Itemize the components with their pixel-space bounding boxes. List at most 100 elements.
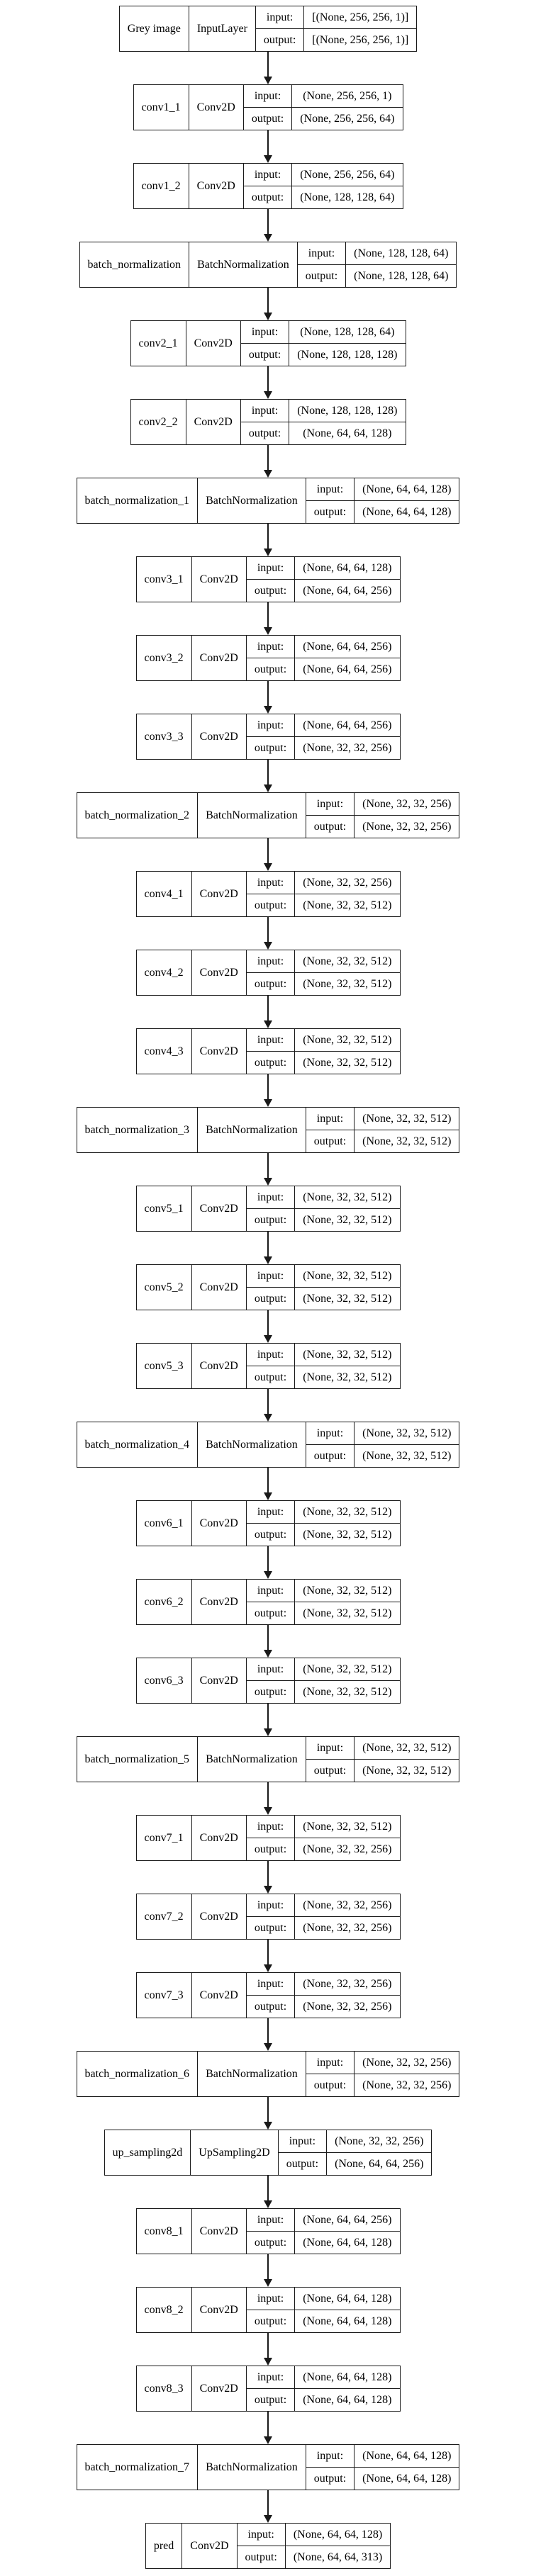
- layer-type: BatchNormalization: [197, 2444, 306, 2490]
- flow-arrow: [264, 681, 272, 714]
- arrow-stem: [267, 1232, 269, 1256]
- output-shape: (None, 32, 32, 512): [294, 1680, 401, 1704]
- input-label: input:: [245, 1658, 296, 1681]
- output-label: output:: [245, 1916, 296, 1940]
- input-label: input:: [240, 320, 290, 344]
- input-label: input:: [245, 871, 296, 894]
- input-shape: (None, 32, 32, 256): [354, 792, 460, 816]
- flow-arrow: [264, 1782, 272, 1815]
- arrow-stem: [267, 996, 269, 1020]
- input-label: input:: [245, 1343, 296, 1366]
- layer-node: up_sampling2d UpSampling2D input: (None,…: [104, 2130, 432, 2176]
- layer-name: batch_normalization: [79, 242, 190, 288]
- layer-name: conv5_3: [135, 1343, 192, 1389]
- layer-node: conv8_1 Conv2D input: (None, 64, 64, 256…: [135, 2208, 401, 2254]
- arrow-head-icon: [264, 313, 272, 320]
- layer-node: conv4_3 Conv2D input: (None, 32, 32, 512…: [135, 1028, 401, 1074]
- flow-arrow: [264, 1704, 272, 1736]
- arrow-head-icon: [264, 2200, 272, 2208]
- layer-node: conv6_2 Conv2D input: (None, 32, 32, 512…: [135, 1579, 401, 1625]
- output-label: output:: [245, 894, 296, 917]
- layer-name: batch_normalization_7: [76, 2444, 199, 2490]
- arrow-stem: [267, 288, 269, 313]
- input-shape: (None, 32, 32, 512): [294, 950, 401, 973]
- input-shape: (None, 32, 32, 512): [354, 1736, 460, 1760]
- arrow-stem: [267, 2176, 269, 2200]
- layer-node: batch_normalization_5 BatchNormalization…: [76, 1736, 460, 1782]
- layer-name: conv8_3: [135, 2366, 192, 2412]
- arrow-head-icon: [264, 942, 272, 950]
- output-shape: (None, 256, 256, 64): [291, 107, 403, 130]
- arrow-head-icon: [264, 706, 272, 714]
- layer-node: conv5_3 Conv2D input: (None, 32, 32, 512…: [135, 1343, 401, 1389]
- input-label: input:: [236, 2523, 286, 2546]
- layer-node: conv2_1 Conv2D input: (None, 128, 128, 6…: [130, 320, 406, 366]
- layer-type: BatchNormalization: [197, 1736, 306, 1782]
- input-label: input:: [242, 84, 293, 108]
- input-shape: (None, 64, 64, 128): [284, 2523, 391, 2546]
- input-shape: (None, 32, 32, 256): [326, 2130, 432, 2153]
- output-label: output:: [305, 2467, 355, 2490]
- output-label: output:: [245, 972, 296, 996]
- input-label: input:: [245, 1894, 296, 1917]
- layer-name: conv5_1: [135, 1186, 192, 1232]
- output-label: output:: [240, 422, 290, 445]
- flow-arrow: [264, 2097, 272, 2130]
- output-shape: (None, 32, 32, 256): [294, 1916, 401, 1940]
- layer-name: conv6_3: [135, 1658, 192, 1704]
- layer-name: conv3_2: [135, 635, 192, 681]
- layer-type: Conv2D: [191, 1972, 247, 2018]
- layer-node: conv1_2 Conv2D input: (None, 256, 256, 6…: [133, 163, 403, 209]
- layer-name: conv7_3: [135, 1972, 192, 2018]
- arrow-stem: [267, 2333, 269, 2358]
- input-label: input:: [305, 1422, 355, 1445]
- output-label: output:: [242, 107, 293, 130]
- flow-arrow: [264, 996, 272, 1028]
- output-shape: (None, 32, 32, 512): [294, 1366, 401, 1389]
- arrow-stem: [267, 1389, 269, 1414]
- output-shape: (None, 64, 64, 256): [294, 658, 401, 681]
- input-shape: (None, 32, 32, 512): [294, 1028, 401, 1052]
- input-shape: (None, 256, 256, 1): [291, 84, 403, 108]
- arrow-stem: [267, 1153, 269, 1178]
- output-label: output:: [305, 1759, 355, 1782]
- arrow-head-icon: [264, 77, 272, 84]
- output-label: output:: [245, 1051, 296, 1074]
- input-label: input:: [245, 714, 296, 737]
- arrow-stem: [267, 445, 269, 470]
- layer-node: conv5_2 Conv2D input: (None, 32, 32, 512…: [135, 1264, 401, 1310]
- output-label: output:: [245, 2231, 296, 2254]
- output-label: output:: [245, 1680, 296, 1704]
- arrow-head-icon: [264, 2436, 272, 2444]
- arrow-stem: [267, 681, 269, 706]
- layer-name: conv4_3: [135, 1028, 192, 1074]
- arrow-stem: [267, 1704, 269, 1728]
- arrow-head-icon: [264, 470, 272, 478]
- input-shape: (None, 32, 32, 512): [354, 1107, 460, 1130]
- layer-name: conv1_1: [133, 84, 189, 130]
- layer-type: Conv2D: [191, 2366, 247, 2412]
- layer-name: conv7_2: [135, 1894, 192, 1940]
- layer-type: Conv2D: [188, 84, 244, 130]
- input-shape: (None, 64, 64, 256): [294, 2208, 401, 2232]
- output-shape: (None, 64, 64, 128): [294, 2231, 401, 2254]
- arrow-head-icon: [264, 155, 272, 163]
- output-label: output:: [305, 1130, 355, 1153]
- layer-type: Conv2D: [188, 163, 244, 209]
- output-shape: (None, 32, 32, 512): [294, 1602, 401, 1625]
- output-shape: (None, 64, 64, 128): [354, 2467, 460, 2490]
- input-label: input:: [296, 242, 347, 265]
- input-label: input:: [245, 1264, 296, 1288]
- arrow-head-icon: [264, 784, 272, 792]
- input-shape: (None, 64, 64, 128): [294, 2287, 401, 2310]
- layer-node: conv7_3 Conv2D input: (None, 32, 32, 256…: [135, 1972, 401, 2018]
- output-shape: (None, 32, 32, 512): [294, 1287, 401, 1310]
- layer-name: conv7_1: [135, 1815, 192, 1861]
- input-label: input:: [245, 1186, 296, 1209]
- flow-arrow: [264, 1468, 272, 1500]
- arrow-head-icon: [264, 1414, 272, 1422]
- output-shape: (None, 64, 64, 128): [289, 422, 406, 445]
- arrow-head-icon: [264, 863, 272, 871]
- output-shape: (None, 64, 64, 313): [284, 2546, 391, 2569]
- output-shape: (None, 32, 32, 256): [294, 1995, 401, 2018]
